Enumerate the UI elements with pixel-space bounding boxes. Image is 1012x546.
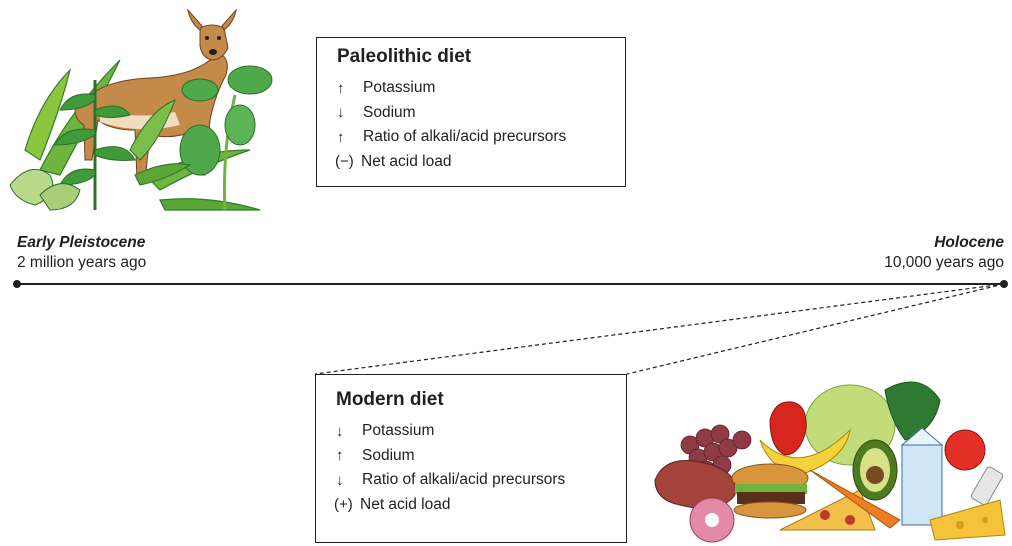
paleo-item-label: Ratio of alkali/acid precursors: [363, 128, 566, 146]
modern-item-label: Net acid load: [360, 496, 450, 514]
modern-item: ↓ Ratio of alkali/acid precursors: [336, 468, 626, 493]
down-arrow-icon: ↓: [336, 472, 362, 489]
up-arrow-icon: ↑: [337, 80, 363, 97]
era-end-date: 10,000 years ago: [884, 253, 1004, 273]
paleo-item: ↑ Potassium: [337, 76, 625, 101]
paleo-item-label: Potassium: [363, 79, 435, 97]
connector-left: [315, 284, 1004, 374]
paleo-item-label: Sodium: [363, 104, 416, 122]
connector-right: [627, 284, 1004, 374]
minus-sign: (−): [335, 153, 361, 170]
plus-sign: (+): [334, 496, 360, 513]
era-start: Early Pleistocene 2 million years ago: [17, 233, 146, 273]
up-arrow-icon: ↑: [337, 129, 363, 146]
era-start-name: Early Pleistocene: [17, 233, 146, 253]
modern-item-label: Ratio of alkali/acid precursors: [362, 471, 565, 489]
paleo-item: (−) Net acid load: [337, 150, 625, 175]
paleolithic-diet-title: Paleolithic diet: [337, 46, 625, 68]
paleo-item-label: Net acid load: [361, 153, 451, 171]
era-end-name: Holocene: [884, 233, 1004, 253]
up-arrow-icon: ↑: [336, 447, 362, 464]
modern-diet-box: Modern diet ↓ Potassium ↑ Sodium ↓ Ratio…: [315, 374, 627, 543]
paleo-item: ↑ Ratio of alkali/acid precursors: [337, 125, 625, 150]
modern-diet-title: Modern diet: [336, 389, 626, 411]
modern-item-label: Potassium: [362, 422, 434, 440]
modern-item: ↑ Sodium: [336, 444, 626, 469]
era-end: Holocene 10,000 years ago: [884, 233, 1004, 273]
paleolithic-diet-box: Paleolithic diet ↑ Potassium ↓ Sodium ↑ …: [316, 37, 626, 187]
paleo-item: ↓ Sodium: [337, 101, 625, 126]
era-start-date: 2 million years ago: [17, 253, 146, 273]
down-arrow-icon: ↓: [336, 423, 362, 440]
down-arrow-icon: ↓: [337, 104, 363, 121]
modern-item-label: Sodium: [362, 447, 415, 465]
modern-item: ↓ Potassium: [336, 419, 626, 444]
modern-item: (+) Net acid load: [336, 493, 626, 518]
timeline-start-dot: [13, 280, 21, 288]
